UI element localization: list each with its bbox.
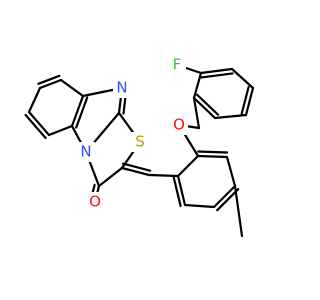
atom-label-f: F bbox=[173, 56, 182, 74]
atom-n1: N bbox=[113, 78, 131, 98]
bond-ring-b bbox=[183, 203, 216, 209]
bond-benzo-double bbox=[37, 74, 61, 85]
structure-svg: F O N S N O bbox=[24, 55, 255, 238]
atom-n2: N bbox=[77, 142, 95, 162]
bond-ring-b bbox=[176, 154, 200, 178]
bond-c-c bbox=[97, 166, 124, 188]
bond-ring-a bbox=[213, 113, 248, 120]
bond-benzo bbox=[38, 78, 63, 90]
bond-ring-a-double bbox=[196, 93, 220, 116]
bond-exo-double bbox=[122, 162, 152, 172]
bond-ring-b bbox=[176, 174, 187, 207]
atom-label-o-ether: O bbox=[173, 116, 185, 134]
bond-ring-a bbox=[244, 86, 255, 117]
bond-benzo-double bbox=[24, 113, 47, 140]
bond-ring-a bbox=[192, 71, 203, 100]
atom-label-s: S bbox=[135, 133, 145, 151]
bond-ring-a-double bbox=[200, 72, 234, 79]
bond-benzo bbox=[27, 110, 51, 137]
bond-benzo bbox=[47, 124, 74, 137]
bond-ring-b bbox=[225, 155, 237, 188]
bond-ring-b-double bbox=[216, 188, 240, 212]
bond-benzo-double bbox=[75, 96, 89, 129]
bond-aryl-ch2 bbox=[192, 96, 201, 130]
atom-s1: S bbox=[131, 132, 149, 152]
bond-ring-a bbox=[199, 67, 234, 75]
bond-ring-b bbox=[196, 154, 229, 159]
bond-benzo bbox=[27, 86, 42, 114]
bond-ring-b-double bbox=[197, 150, 229, 154]
bond-ring-a bbox=[230, 67, 255, 90]
bond-ring-b bbox=[212, 184, 237, 209]
atom-o2: O bbox=[86, 192, 104, 212]
bond-benzo bbox=[59, 78, 85, 98]
atom-label-o-carbonyl: O bbox=[89, 193, 101, 211]
bond-methyl bbox=[233, 184, 244, 238]
atom-f1: F bbox=[168, 55, 186, 75]
atom-label-n-imine: N bbox=[116, 79, 127, 97]
molecule-drawing: F O N S N O bbox=[24, 55, 255, 238]
bond-exo bbox=[120, 166, 151, 177]
bond-aryl-exo bbox=[147, 173, 180, 178]
atom-o1: O bbox=[170, 115, 188, 135]
bond-ring-b-double bbox=[172, 175, 182, 208]
atom-label-n-ring: N bbox=[80, 143, 91, 161]
bond-fused bbox=[70, 94, 85, 128]
bond-ring-a bbox=[192, 96, 217, 120]
bond-ring-a-double bbox=[240, 85, 250, 115]
